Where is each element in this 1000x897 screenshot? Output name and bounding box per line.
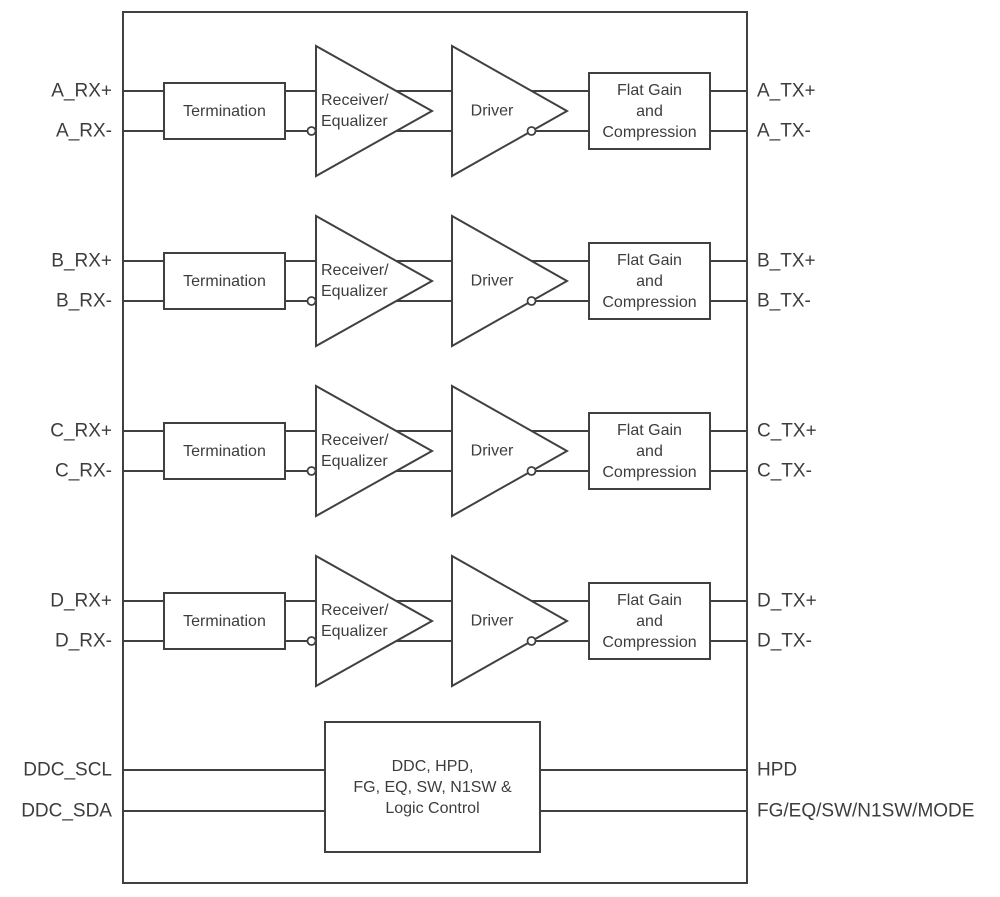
- inversion-bubble-receiver-a: [306, 126, 317, 136]
- channel-a-shapes: [123, 44, 747, 178]
- receiver-equalizer-label-b: Receiver/ Equalizer: [321, 262, 389, 300]
- pin-label-c-rx-minus: C_RX-: [54, 460, 112, 482]
- pin-label-b-tx-minus: B_TX-: [757, 290, 811, 312]
- pin-label-d-rx-minus: D_RX-: [54, 630, 112, 652]
- driver-triangle-a: [451, 44, 570, 178]
- pin-label-a-rx-minus: A_RX-: [56, 120, 112, 142]
- termination-label-d: Termination: [183, 612, 266, 630]
- flat-gain-box-b: [588, 242, 711, 320]
- driver-triangle-d: [451, 554, 570, 688]
- driver-label-c: Driver: [470, 442, 514, 460]
- flat-gain-label-a: Flat Gain and Compression: [602, 81, 697, 141]
- pin-label-a-tx-minus: A_TX-: [757, 120, 811, 142]
- pin-label-b-rx-plus: B_RX+: [51, 250, 112, 272]
- pin-label-a-tx-plus: A_TX+: [757, 80, 816, 102]
- receiver-equalizer-triangle-c: [315, 384, 435, 518]
- flat-gain-label-d: Flat Gain and Compression: [602, 591, 697, 651]
- pin-label-d-tx-minus: D_TX-: [757, 630, 812, 652]
- termination-label-c: Termination: [183, 442, 266, 460]
- driver-triangle-c: [451, 384, 570, 518]
- inversion-bubble-receiver-d: [306, 636, 317, 646]
- driver-label-a: Driver: [470, 102, 514, 120]
- logic-control-label: DDC, HPD, FG, EQ, SW, N1SW & Logic Contr…: [353, 757, 512, 817]
- pin-label-c-tx-plus: C_TX+: [757, 420, 817, 442]
- pin-label-ddc-sda: DDC_SDA: [21, 800, 112, 822]
- termination-box-b: [163, 252, 286, 310]
- termination-box-d: [163, 592, 286, 650]
- termination-box-a: [163, 82, 286, 140]
- control-section-shapes: [123, 721, 747, 853]
- channel-d-shapes: [123, 554, 747, 688]
- termination-box-c: [163, 422, 286, 480]
- driver-triangle-b: [451, 214, 570, 348]
- pin-label-mode: FG/EQ/SW/N1SW/MODE: [757, 800, 975, 822]
- receiver-equalizer-triangle-d: [315, 554, 435, 688]
- receiver-equalizer-triangle-b: [315, 214, 435, 348]
- receiver-equalizer-label-d: Receiver/ Equalizer: [321, 602, 389, 640]
- pin-label-d-tx-plus: D_TX+: [757, 590, 817, 612]
- channel-c-shapes: [123, 384, 747, 518]
- channel-b-shapes: [123, 214, 747, 348]
- flat-gain-box-d: [588, 582, 711, 660]
- inversion-bubble-driver-b: [526, 296, 537, 306]
- inversion-bubble-receiver-c: [306, 466, 317, 476]
- inversion-bubble-receiver-b: [306, 296, 317, 306]
- pin-label-d-rx-plus: D_RX+: [50, 590, 112, 612]
- receiver-equalizer-triangle-a: [315, 44, 435, 178]
- flat-gain-box-c: [588, 412, 711, 490]
- inversion-bubble-driver-c: [526, 466, 537, 476]
- pin-label-a-rx-plus: A_RX+: [51, 80, 112, 102]
- inversion-bubble-driver-a: [526, 126, 537, 136]
- termination-label-b: Termination: [183, 272, 266, 290]
- logic-control-box: [324, 721, 541, 853]
- flat-gain-label-c: Flat Gain and Compression: [602, 421, 697, 481]
- termination-label-a: Termination: [183, 102, 266, 120]
- pin-label-b-tx-plus: B_TX+: [757, 250, 816, 272]
- receiver-equalizer-label-a: Receiver/ Equalizer: [321, 92, 389, 130]
- receiver-equalizer-label-c: Receiver/ Equalizer: [321, 432, 389, 470]
- pin-label-b-rx-minus: B_RX-: [56, 290, 112, 312]
- pin-label-c-tx-minus: C_TX-: [757, 460, 812, 482]
- inversion-bubble-driver-d: [526, 636, 537, 646]
- driver-label-d: Driver: [470, 612, 514, 630]
- flat-gain-box-a: [588, 72, 711, 150]
- pin-label-hpd: HPD: [757, 759, 798, 781]
- driver-label-b: Driver: [470, 272, 514, 290]
- pin-label-ddc-scl: DDC_SCL: [23, 759, 112, 781]
- flat-gain-label-b: Flat Gain and Compression: [602, 251, 697, 311]
- pin-label-c-rx-plus: C_RX+: [50, 420, 112, 442]
